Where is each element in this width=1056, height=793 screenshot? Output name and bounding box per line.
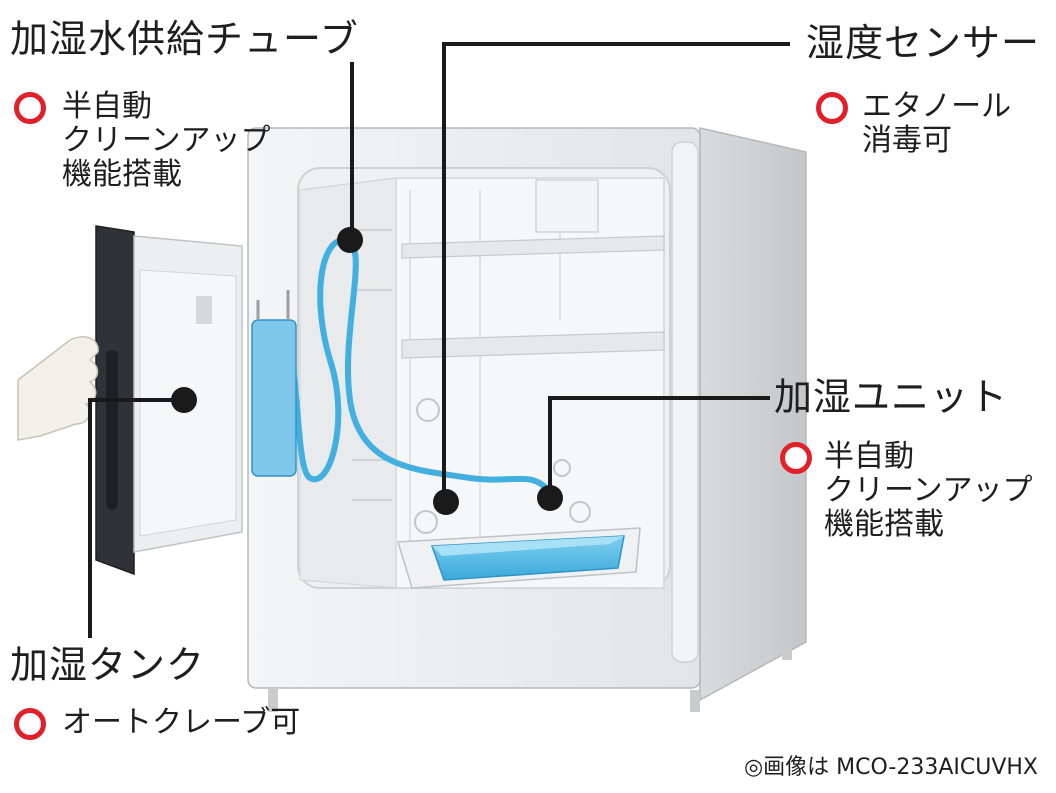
image-caption: ◎画像は MCO-233AICUVHX xyxy=(743,755,1038,780)
gloved-hand xyxy=(17,336,99,441)
unit-feature: 半自動 クリーンアップ 機能搭載 xyxy=(824,439,1033,542)
unit-feature-marker xyxy=(780,442,812,474)
shelves xyxy=(401,179,665,359)
leader-dots xyxy=(171,227,563,515)
tank-feature-marker xyxy=(14,708,46,740)
unit-title: 加湿ユニット xyxy=(774,375,1009,419)
ports xyxy=(414,398,591,534)
humidifier-tray xyxy=(397,527,641,589)
sensor-title: 湿度センサー xyxy=(806,21,1041,65)
tube-cartridge xyxy=(251,290,297,477)
tube-title: 加湿水供給チューブ xyxy=(10,17,359,61)
sensor-feature-marker xyxy=(816,92,848,124)
sensor-feature: エタノール 消毒可 xyxy=(862,89,1012,158)
tank-feature: オートクレーブ可 xyxy=(62,705,301,740)
tube-feature-marker xyxy=(14,92,46,124)
tube-feature: 半自動 クリーンアップ 機能搭載 xyxy=(62,89,271,192)
leader-lines xyxy=(88,42,790,638)
cabinet xyxy=(247,127,807,712)
tank-title: 加湿タンク xyxy=(10,643,206,687)
